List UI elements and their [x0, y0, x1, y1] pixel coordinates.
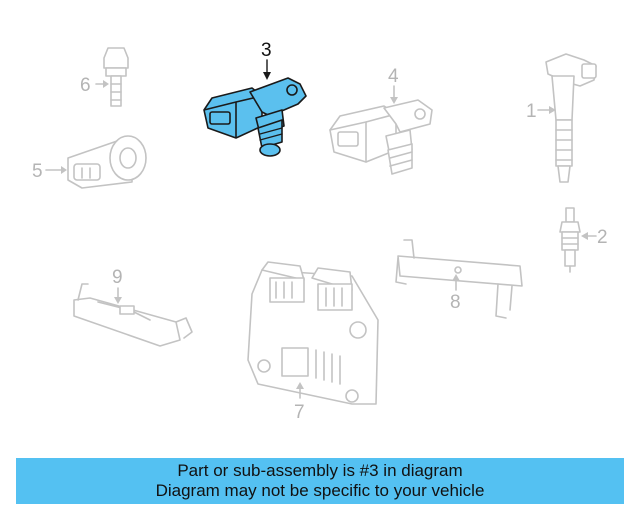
callout-7: 7	[294, 382, 305, 423]
banner-line-1: Part or sub-assembly is #3 in diagram	[177, 461, 463, 480]
callout-8: 8	[450, 274, 461, 313]
callout-3: 3	[261, 40, 272, 80]
callout-number: 7	[294, 402, 305, 423]
part-9-bracket[interactable]	[73, 283, 193, 347]
callout-9: 9	[112, 267, 123, 304]
callout-5: 5	[32, 161, 67, 182]
callout-number: 9	[112, 267, 123, 288]
callout-number: 3	[261, 40, 272, 61]
parts-diagram: 6 5 3	[32, 40, 608, 423]
banner-line-2: Diagram may not be specific to your vehi…	[155, 481, 485, 500]
part-7-control-module[interactable]	[247, 261, 379, 405]
part-1-ignition-coil[interactable]	[545, 53, 597, 183]
callout-number: 6	[80, 75, 91, 96]
callout-2: 2	[581, 227, 608, 248]
part-2-spark-plug[interactable]	[559, 207, 581, 273]
callout-6: 6	[80, 75, 109, 96]
callout-1: 1	[526, 101, 556, 122]
part-8-bracket[interactable]	[395, 239, 523, 319]
callout-number: 4	[388, 66, 399, 87]
callout-4: 4	[388, 66, 399, 104]
part-4-sensor[interactable]	[329, 99, 433, 175]
part-6-bolt[interactable]	[103, 47, 129, 107]
callout-number: 8	[450, 292, 461, 313]
part-5-knock-sensor[interactable]	[67, 135, 147, 189]
info-banner: Part or sub-assembly is #3 in diagram Di…	[16, 458, 624, 504]
callout-number: 5	[32, 161, 43, 182]
callout-number: 2	[597, 227, 608, 248]
part-3-camshaft-sensor[interactable]	[203, 77, 307, 157]
callout-number: 1	[526, 101, 537, 122]
